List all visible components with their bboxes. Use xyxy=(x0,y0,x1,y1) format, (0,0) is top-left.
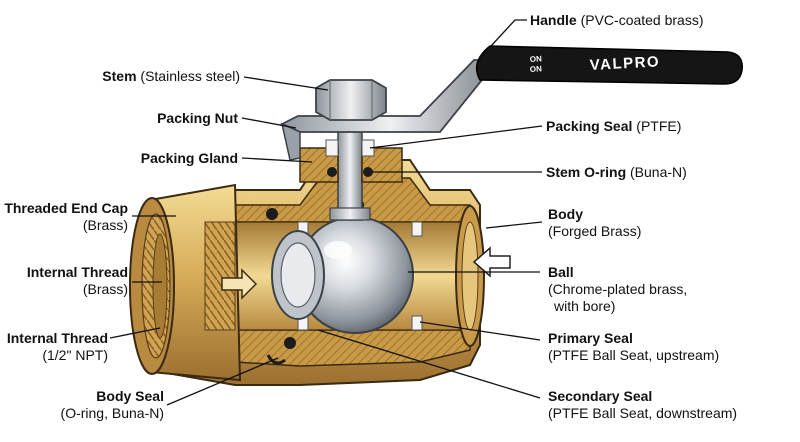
oring-top-left xyxy=(266,208,278,220)
label-body-seal-detail: (O-ring, Buna-N) xyxy=(60,405,164,421)
label-handle-detail: (PVC-coated brass) xyxy=(580,12,704,28)
valve-ball xyxy=(271,216,414,334)
label-packing-nut-name: Packing Nut xyxy=(157,110,238,126)
secondary-seal-bottom xyxy=(411,315,423,331)
label-packing-seal: Packing Seal (PTFE) xyxy=(546,118,681,135)
label-body-seal-name: Body Seal xyxy=(96,388,164,404)
label-stem-detail: (Stainless steel) xyxy=(140,68,240,84)
label-internal-thread-b-detail: (1/2" NPT) xyxy=(42,347,108,363)
label-stem-oring-name: Stem O-ring xyxy=(546,164,627,180)
label-threaded-end-cap: Threaded End Cap (Brass) xyxy=(4,200,128,234)
body-seal-oring xyxy=(284,337,296,349)
leader-packing-nut xyxy=(241,117,297,129)
label-body-name: Body xyxy=(548,206,583,222)
label-primary-seal: Primary Seal (PTFE Ball Seat, upstream) xyxy=(548,330,719,364)
label-internal-thread-a-detail: (Brass) xyxy=(82,281,128,297)
valve-handle: ON ON VALPRO xyxy=(279,45,743,161)
flow-arrow-left xyxy=(221,268,258,300)
label-internal-thread-b: Internal Thread (1/2" NPT) xyxy=(4,330,108,364)
leader-lines xyxy=(109,19,543,406)
handle-marking-on-1: ON xyxy=(530,54,543,64)
label-end-cap-name: Threaded End Cap xyxy=(4,200,128,216)
label-secondary-seal-detail: (PTFE Ball Seat, downstream) xyxy=(548,405,738,421)
packing-gland xyxy=(299,139,403,183)
label-stem: Stem (Stainless steel) xyxy=(60,68,240,85)
label-ball: Ball (Chrome-plated brass, with bore) xyxy=(548,264,687,315)
label-body: Body (Forged Brass) xyxy=(548,206,641,240)
label-secondary-seal: Secondary Seal (PTFE Ball Seat, downstre… xyxy=(548,388,737,422)
label-packing-seal-name: Packing Seal xyxy=(546,118,633,134)
leader-primary-seal xyxy=(419,321,541,341)
label-stem-name: Stem xyxy=(102,68,137,84)
leader-handle xyxy=(479,19,527,59)
label-body-detail: (Forged Brass) xyxy=(548,223,642,239)
threaded-end-cap xyxy=(129,183,242,382)
label-ball-detail-1: (Chrome-plated brass, xyxy=(548,281,688,297)
label-packing-gland-name: Packing Gland xyxy=(140,150,238,166)
label-stem-oring: Stem O-ring (Buna-N) xyxy=(546,164,687,181)
label-ball-detail-2: with bore) xyxy=(554,298,616,314)
label-packing-gland: Packing Gland xyxy=(60,150,238,167)
label-handle-name: Handle xyxy=(530,12,577,28)
handle-marking-on-2: ON xyxy=(530,64,543,74)
packing-nut xyxy=(315,79,387,121)
body-seal-oring-arc xyxy=(266,354,286,365)
label-internal-thread-a-name: Internal Thread xyxy=(26,264,128,280)
label-primary-seal-detail: (PTFE Ball Seat, upstream) xyxy=(548,347,720,363)
label-primary-seal-name: Primary Seal xyxy=(548,330,633,346)
label-secondary-seal-name: Secondary Seal xyxy=(548,388,653,404)
label-body-seal: Body Seal (O-ring, Buna-N) xyxy=(4,388,164,422)
secondary-seal-top xyxy=(411,221,423,237)
label-ball-name: Ball xyxy=(548,264,574,280)
leader-secondary-seal xyxy=(317,329,541,399)
label-packing-nut: Packing Nut xyxy=(60,110,238,127)
label-packing-seal-detail: (PTFE) xyxy=(636,118,682,134)
leader-body xyxy=(485,221,543,229)
leader-packing-seal xyxy=(369,125,543,149)
label-internal-thread-a: Internal Thread (Brass) xyxy=(4,264,128,298)
handle-brand: VALPRO xyxy=(589,53,660,74)
flow-arrow-right xyxy=(472,246,511,278)
leader-body-seal xyxy=(166,357,279,406)
label-handle: Handle (PVC-coated brass) xyxy=(530,12,704,29)
label-internal-thread-b-name: Internal Thread xyxy=(6,330,108,346)
leader-stem xyxy=(243,76,329,91)
leader-packing-gland xyxy=(241,157,313,163)
leader-internal-thread-b xyxy=(109,327,161,339)
label-end-cap-detail: (Brass) xyxy=(82,217,128,233)
label-stem-oring-detail: (Buna-N) xyxy=(630,164,687,180)
